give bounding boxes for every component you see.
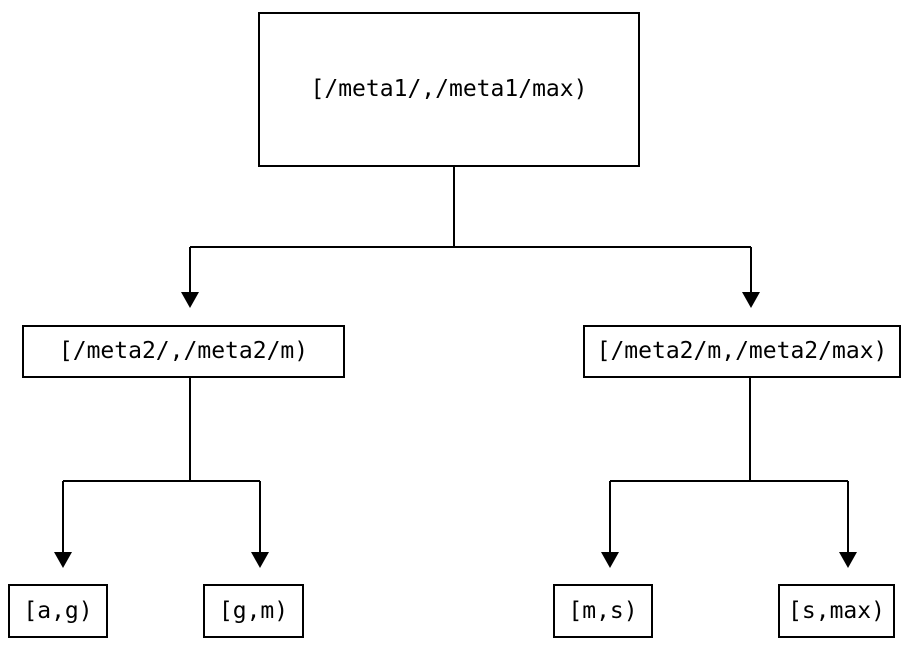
tree-node-leaf-ag-label: [a,g): [23, 597, 93, 624]
tree-node-root: [/meta1/,/meta1/max): [258, 12, 640, 167]
tree-node-leaf-ag: [a,g): [8, 584, 108, 638]
arrow-down-icon: [181, 292, 199, 308]
tree-node-right-child: [/meta2/m,/meta2/max): [583, 325, 901, 378]
arrow-down-icon: [839, 552, 857, 568]
tree-node-leaf-ms-label: [m,s): [568, 597, 638, 624]
connector-leftchild-to-leaves: [62, 378, 261, 553]
arrowheads: [54, 292, 857, 568]
arrow-down-icon: [601, 552, 619, 568]
tree-node-leaf-smax-label: [s,max): [788, 597, 885, 624]
connector-lines: [62, 167, 849, 553]
arrow-down-icon: [54, 552, 72, 568]
tree-node-left-child: [/meta2/,/meta2/m): [22, 325, 345, 378]
tree-node-leaf-gm-label: [g,m): [218, 597, 289, 624]
arrow-down-icon: [251, 552, 269, 568]
tree-node-left-child-label: [/meta2/,/meta2/m): [58, 338, 309, 364]
tree-node-root-label: [/meta1/,/meta1/max): [310, 76, 588, 102]
tree-node-leaf-ms: [m,s): [553, 584, 653, 638]
connector-rightchild-to-leaves: [609, 378, 849, 553]
tree-node-leaf-gm: [g,m): [203, 584, 304, 638]
arrow-down-icon: [742, 292, 760, 308]
connector-root-to-children: [189, 167, 752, 293]
tree-node-leaf-smax: [s,max): [778, 584, 895, 638]
tree-node-right-child-label: [/meta2/m,/meta2/max): [596, 338, 888, 364]
